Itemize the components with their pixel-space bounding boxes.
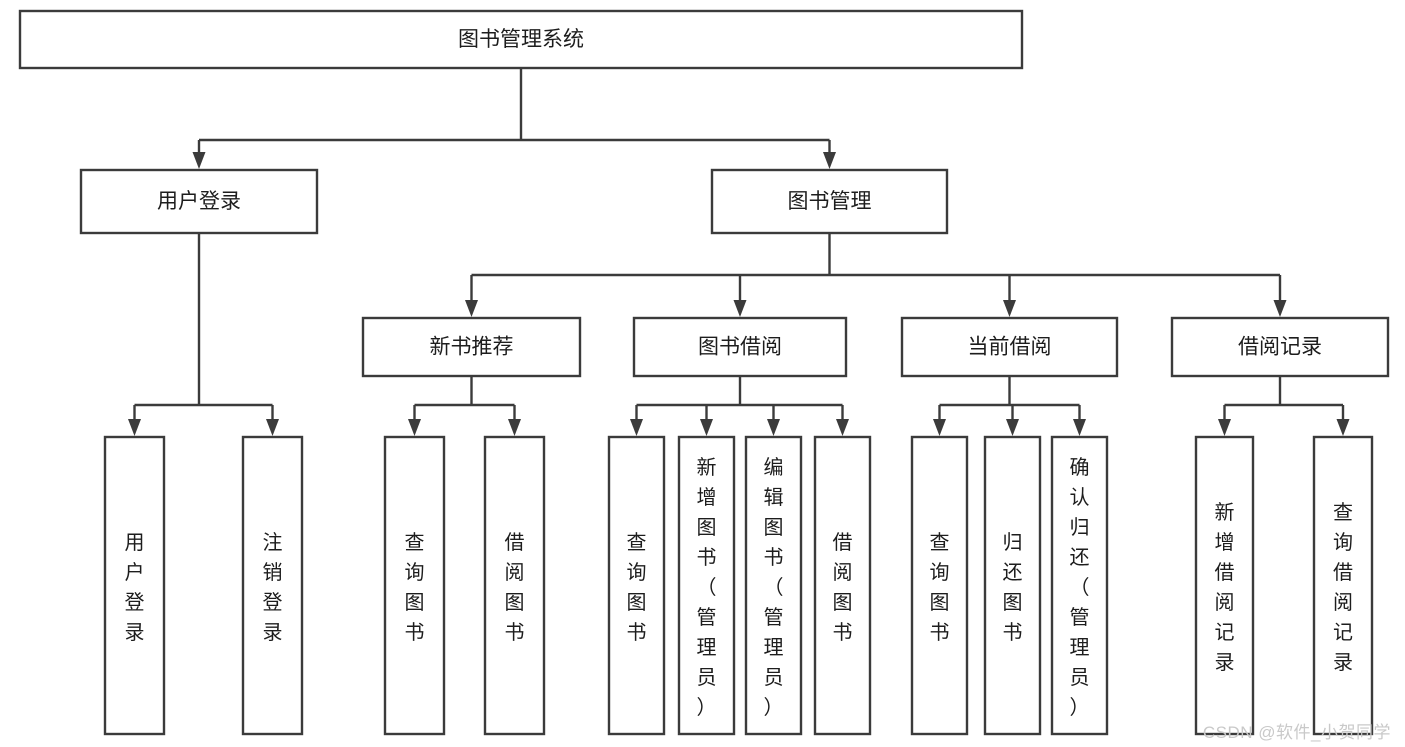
node-label-book-borrow: 图书借阅 <box>698 336 782 359</box>
node-leaf-confirm-return-admin[interactable]: 确认归还（管理员） <box>1050 435 1109 736</box>
node-leaf-add-borrow-record[interactable]: 新增借阅记录 <box>1194 435 1255 736</box>
node-label-leaf-query-borrow-record: 查询借阅记录 <box>1333 501 1353 674</box>
node-label-current-borrow: 当前借阅 <box>968 336 1052 359</box>
connector-group-new-book-rec <box>408 376 521 436</box>
node-label-leaf-confirm-return-admin: 确认归还（管理员） <box>1070 456 1090 719</box>
node-label-leaf-add-borrow-record: 新增借阅记录 <box>1215 501 1235 674</box>
node-label-book-manage: 图书管理 <box>788 190 872 213</box>
node-box-root <box>18 9 1024 70</box>
node-leaf-add-book-admin[interactable]: 新增图书（管理员） <box>677 435 736 736</box>
node-label-leaf-add-book-admin: 新增图书（管理员） <box>697 456 717 719</box>
connector-group-user-login <box>128 233 279 436</box>
node-box-book-borrow <box>632 316 848 378</box>
node-label-borrow-record: 借阅记录 <box>1238 336 1322 359</box>
node-label-leaf-query-book-2: 查询图书 <box>627 531 647 644</box>
nodes-layer: 图书管理系统用户登录图书管理新书推荐图书借阅当前借阅借阅记录用户登录注销登录查询… <box>18 9 1390 736</box>
connector-group-current-borrow <box>933 376 1086 436</box>
csdn-watermark: CSDN @软件_小贺同学 <box>1202 723 1391 742</box>
node-label-leaf-edit-book-admin: 编辑图书（管理员） <box>764 456 784 719</box>
node-label-leaf-query-book-3: 查询图书 <box>930 531 950 644</box>
connectors-layer <box>128 68 1350 436</box>
node-box-new-book-rec <box>361 316 582 378</box>
node-leaf-edit-book-admin[interactable]: 编辑图书（管理员） <box>744 435 803 736</box>
node-box-leaf-query-book-3 <box>910 435 969 736</box>
node-box-book-manage <box>710 168 949 235</box>
node-user-login[interactable]: 用户登录 <box>79 168 319 235</box>
node-leaf-query-book-1[interactable]: 查询图书 <box>383 435 446 736</box>
connector-group-root <box>192 68 836 169</box>
node-leaf-return-book[interactable]: 归还图书 <box>983 435 1042 736</box>
node-leaf-logout[interactable]: 注销登录 <box>241 435 304 736</box>
node-box-borrow-record <box>1170 316 1390 378</box>
node-box-leaf-edit-book-admin <box>744 435 803 736</box>
node-root[interactable]: 图书管理系统 <box>18 9 1024 70</box>
node-box-leaf-user-login <box>103 435 166 736</box>
node-label-leaf-return-book: 归还图书 <box>1003 531 1023 644</box>
node-book-manage[interactable]: 图书管理 <box>710 168 949 235</box>
node-borrow-record[interactable]: 借阅记录 <box>1170 316 1390 378</box>
node-current-borrow[interactable]: 当前借阅 <box>900 316 1119 378</box>
connector-group-book-manage <box>465 233 1287 317</box>
node-leaf-user-login[interactable]: 用户登录 <box>103 435 166 736</box>
node-label-leaf-borrow-book-2: 借阅图书 <box>833 531 853 644</box>
node-box-leaf-query-book-2 <box>607 435 666 736</box>
node-box-leaf-add-borrow-record <box>1194 435 1255 736</box>
node-new-book-rec[interactable]: 新书推荐 <box>361 316 582 378</box>
node-label-leaf-query-book-1: 查询图书 <box>405 531 425 644</box>
node-box-leaf-logout <box>241 435 304 736</box>
node-box-leaf-query-book-1 <box>383 435 446 736</box>
node-box-leaf-return-book <box>983 435 1042 736</box>
node-box-current-borrow <box>900 316 1119 378</box>
node-label-user-login: 用户登录 <box>157 190 241 213</box>
node-label-leaf-logout: 注销登录 <box>263 531 283 644</box>
node-label-leaf-user-login: 用户登录 <box>125 532 145 644</box>
node-box-leaf-confirm-return-admin <box>1050 435 1109 736</box>
node-leaf-query-book-2[interactable]: 查询图书 <box>607 435 666 736</box>
node-book-borrow[interactable]: 图书借阅 <box>632 316 848 378</box>
node-box-leaf-borrow-book-2 <box>813 435 872 736</box>
node-label-root: 图书管理系统 <box>458 28 584 51</box>
node-box-leaf-query-borrow-record <box>1312 435 1374 736</box>
node-label-new-book-rec: 新书推荐 <box>430 336 514 359</box>
node-leaf-query-book-3[interactable]: 查询图书 <box>910 435 969 736</box>
node-box-leaf-add-book-admin <box>677 435 736 736</box>
connector-group-book-borrow <box>630 376 849 436</box>
node-label-leaf-borrow-book-1: 借阅图书 <box>505 531 525 644</box>
node-leaf-query-borrow-record[interactable]: 查询借阅记录 <box>1312 435 1374 736</box>
node-leaf-borrow-book-2[interactable]: 借阅图书 <box>813 435 872 736</box>
node-leaf-borrow-book-1[interactable]: 借阅图书 <box>483 435 546 736</box>
node-box-leaf-borrow-book-1 <box>483 435 546 736</box>
node-box-user-login <box>79 168 319 235</box>
connector-group-borrow-record <box>1218 376 1350 436</box>
